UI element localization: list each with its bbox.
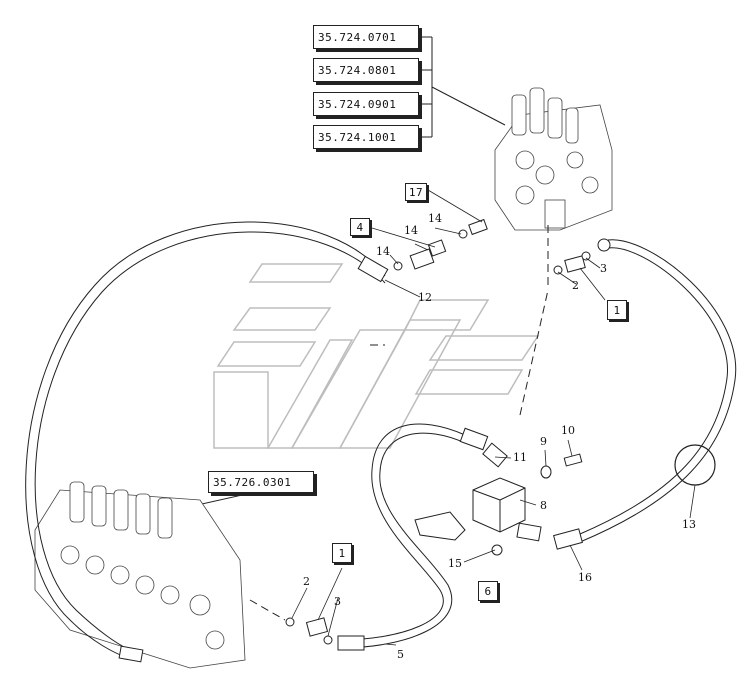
callout-3-lower: 3 — [334, 595, 341, 608]
callout-2-lower: 2 — [303, 575, 310, 588]
hose-5 — [337, 423, 489, 651]
callout-8: 8 — [540, 499, 547, 512]
bottom-control-valve — [34, 481, 246, 669]
callout-15: 15 — [448, 557, 462, 570]
callout-box-1-right[interactable]: 1 — [607, 300, 627, 320]
callout-14-upper: 14 — [428, 212, 442, 225]
callout-5: 5 — [397, 648, 404, 661]
hose-13-16 — [553, 238, 737, 550]
reference-box-35-724-0901[interactable]: 35.724.0901 — [313, 92, 419, 116]
reference-box-35-724-0801[interactable]: 35.724.0801 — [313, 58, 419, 82]
callout-box-17[interactable]: 17 — [405, 183, 427, 201]
reference-box-35-724-0701[interactable]: 35.724.0701 — [313, 25, 419, 49]
callout-14-middle: 14 — [404, 224, 418, 237]
callout-12: 12 — [418, 291, 432, 304]
top-control-valve — [494, 87, 613, 231]
callout-11: 11 — [513, 451, 527, 464]
callout-box-1-bottom[interactable]: 1 — [332, 543, 352, 563]
callout-3-upper: 3 — [600, 262, 607, 275]
callout-16: 16 — [578, 571, 592, 584]
fittings — [285, 218, 591, 645]
hose-12 — [25, 221, 389, 663]
dashed-lines — [249, 225, 549, 621]
watermark-logo — [213, 263, 540, 449]
callout-14-lower: 14 — [376, 245, 390, 258]
callout-2-upper: 2 — [572, 279, 579, 292]
callout-10: 10 — [561, 424, 575, 437]
leader-lines — [291, 189, 696, 646]
callout-box-6[interactable]: 6 — [478, 581, 498, 601]
reference-box-35-724-1001[interactable]: 35.724.1001 — [313, 125, 419, 149]
reference-box-35-726-0301[interactable]: 35.726.0301 — [208, 471, 314, 493]
callout-9: 9 — [540, 435, 547, 448]
callout-box-4[interactable]: 4 — [350, 218, 370, 236]
callout-13: 13 — [682, 518, 696, 531]
